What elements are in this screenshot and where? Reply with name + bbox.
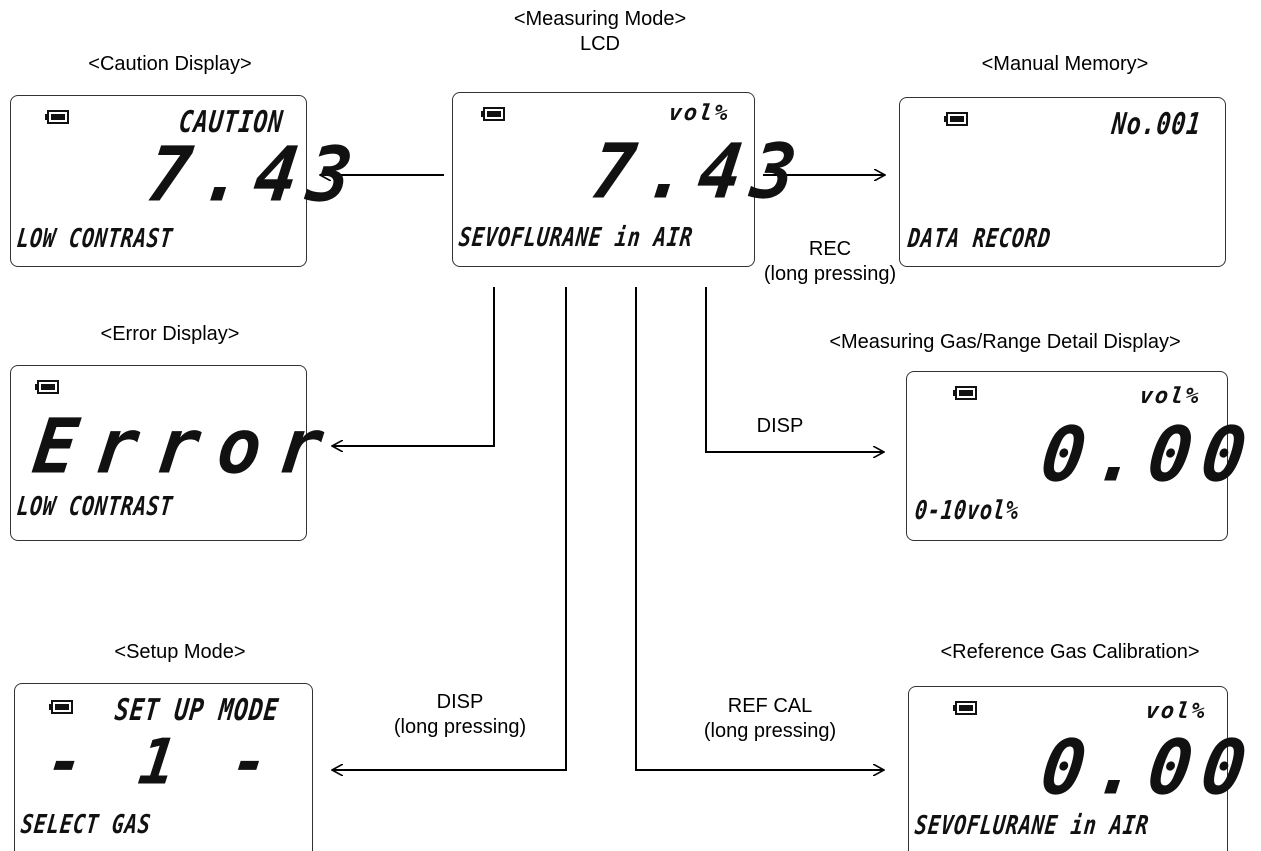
error-value: Error [28,402,347,491]
caution-message: LOW CONTRAST [15,224,175,254]
setup-mode-value: - 1 - [42,725,283,800]
battery-icon [953,701,977,715]
disp-long-label: DISP (long pressing) [370,690,550,740]
manual-memory-record-no: No.001 [1110,107,1204,142]
setup-mode-title: <Setup Mode> [114,641,246,663]
disp-long-label-line2: (long pressing) [393,716,527,738]
measuring-mode-unit: vol% [666,101,732,126]
battery-icon [49,700,73,714]
disp-long-label-line1: DISP [436,691,484,713]
caution-value: 7.43 [142,130,368,219]
battery-icon [481,107,505,121]
battery-icon [45,110,69,124]
error-display-title: <Error Display> [100,323,240,345]
setup-mode-header: SET UP MODE [113,693,281,728]
measuring-mode-value: 7.43 [586,127,812,216]
range-detail-value: 0.00 [1036,410,1261,499]
reference-cal-value: 0.00 [1036,723,1261,812]
refcal-label-line2: (long pressing) [703,720,837,742]
caution-display-title: <Caution Display> [88,53,252,75]
error-display-lcd: Error LOW CONTRAST [10,365,347,541]
manual-memory-message: DATA RECORD [906,224,1053,254]
battery-icon [944,112,968,126]
manual-memory-lcd: No.001 DATA RECORD [899,97,1226,267]
error-message: LOW CONTRAST [15,492,175,522]
range-detail-title: <Measuring Gas/Range Detail Display> [829,331,1181,353]
measuring-mode-lcd: vol% 7.43 SEVOFLURANE in AIR [452,92,811,267]
range-detail-unit: vol% [1137,384,1203,409]
disp-label: DISP [756,415,804,437]
measuring-mode-gas: SEVOFLURANE in AIR [457,223,695,253]
reference-cal-lcd: vol% 0.00 SEVOFLURANE in AIR [908,686,1261,851]
reference-cal-unit: vol% [1143,699,1209,724]
refcal-label: REF CAL (long pressing) [670,694,870,744]
range-detail-range: 0-10vol% [913,496,1021,526]
reference-cal-title: <Reference Gas Calibration> [940,641,1200,663]
battery-icon [35,380,59,394]
measuring-mode-title: <Measuring Mode> LCD [470,7,730,57]
measuring-mode-title-line1: <Measuring Mode> [513,8,687,30]
arrow-to-error [332,287,495,446]
caution-display-lcd: CAUTION 7.43 LOW CONTRAST [10,95,367,267]
measuring-mode-title-line2: LCD [579,33,620,55]
rec-label-line1: REC [808,238,852,260]
rec-label: REC (long pressing) [735,237,925,287]
rec-label-line2: (long pressing) [763,263,897,285]
setup-mode-message: SELECT GAS [19,810,153,840]
range-detail-lcd: vol% 0.00 0-10vol% [906,371,1261,541]
setup-mode-lcd: SET UP MODE - 1 - SELECT GAS [14,683,313,851]
manual-memory-title: <Manual Memory> [981,53,1149,75]
reference-cal-gas: SEVOFLURANE in AIR [913,811,1151,841]
refcal-label-line1: REF CAL [727,695,813,717]
battery-icon [953,386,977,400]
